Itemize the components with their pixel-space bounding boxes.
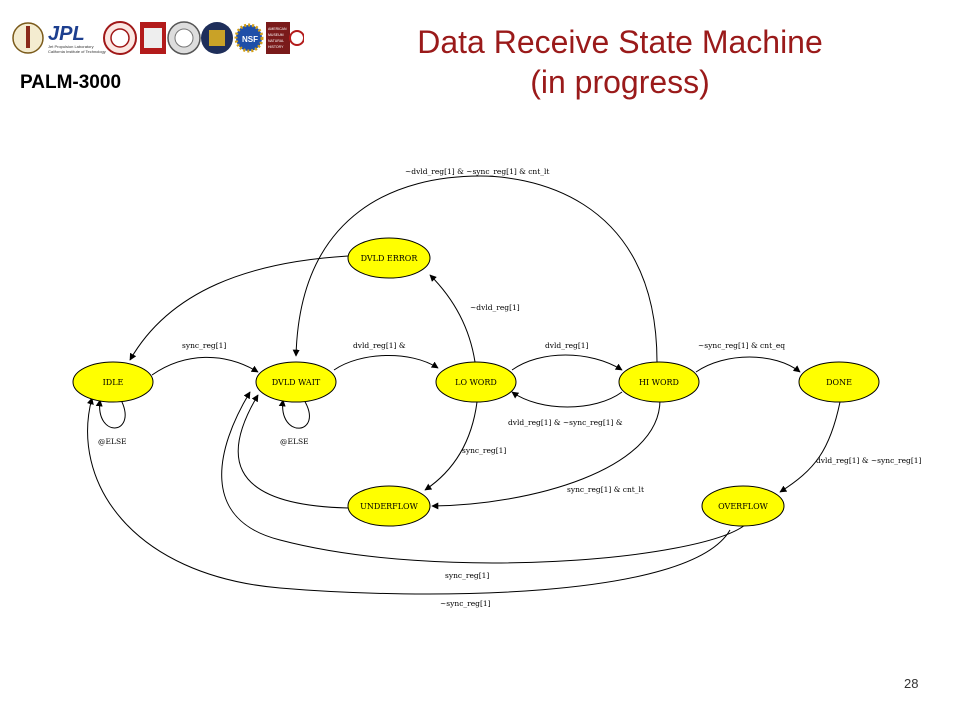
label-lo-to-error: ~dvld_reg[1]	[470, 303, 520, 312]
edge-wait-self	[278, 399, 310, 429]
state-dvld-error: DVLD ERROR	[347, 237, 431, 279]
svg-text:California Institute of Techno: California Institute of Technology	[48, 49, 106, 54]
edge-underflow-to-wait	[237, 394, 349, 509]
state-dvld-wait: DVLD WAIT	[255, 361, 337, 403]
svg-text:JPL: JPL	[48, 23, 85, 45]
edge-wait-to-lo	[333, 354, 439, 371]
university-seal-icon	[167, 21, 201, 55]
svg-text:Jet Propulsion Laboratory: Jet Propulsion Laboratory	[48, 44, 94, 49]
edge-hi-to-lo	[511, 391, 623, 408]
logos-strip: JPL Jet Propulsion Laboratory California…	[12, 21, 304, 55]
state-underflow: UNDERFLOW	[347, 485, 431, 527]
label-lo-to-underflow: sync_reg[1]	[462, 446, 506, 455]
edge-lo-to-hi	[511, 354, 623, 371]
svg-text:IDLE: IDLE	[103, 378, 124, 387]
svg-text:DVLD WAIT: DVLD WAIT	[272, 378, 321, 387]
label-top-loop: ~dvld_reg[1] & ~sync_reg[1] & cnt_lt	[405, 167, 549, 176]
edge-overflow-to-idle	[86, 397, 731, 595]
jpl-logo-icon: JPL Jet Propulsion Laboratory California…	[48, 23, 106, 54]
label-idle-self: @ELSE	[98, 437, 127, 446]
label-wait-to-lo: dvld_reg[1] &	[353, 341, 406, 350]
state-hi-word: HI WORD	[618, 361, 700, 403]
palomar-logo-icon	[289, 30, 304, 46]
page-number: 28	[904, 676, 919, 691]
svg-text:OVERFLOW: OVERFLOW	[718, 502, 768, 511]
svg-text:NATURAL: NATURAL	[268, 39, 284, 43]
edge-lo-to-underflow	[424, 401, 478, 491]
caltech-seal-icon	[103, 21, 137, 55]
label-overflow-to-idle: ~sync_reg[1]	[440, 599, 491, 608]
oxford-seal-icon	[201, 22, 233, 54]
edge-done-to-overflow	[779, 401, 841, 493]
edge-hi-to-done	[695, 356, 801, 373]
edge-hi-to-underflow	[431, 399, 661, 510]
label-idle-to-wait: sync_reg[1]	[182, 341, 226, 350]
edge-top-loop	[292, 175, 658, 363]
state-idle: IDLE	[72, 361, 154, 403]
cornell-seal-icon	[140, 22, 166, 54]
edge-overflow-to-wait	[221, 391, 746, 564]
edge-idle-to-wait	[151, 356, 259, 376]
title-line-2: (in progress)	[530, 64, 710, 100]
svg-text:DVLD ERROR: DVLD ERROR	[361, 254, 419, 263]
title-line-1: Data Receive State Machine	[417, 24, 823, 60]
label-done-to-overflow: dvld_reg[1] & ~sync_reg[1]	[816, 456, 922, 465]
state-lo-word: LO WORD	[435, 361, 517, 403]
svg-text:HISTORY: HISTORY	[268, 45, 284, 49]
label-wait-self: @ELSE	[280, 437, 309, 446]
svg-text:DONE: DONE	[826, 378, 852, 387]
edge-lo-to-error	[429, 274, 476, 363]
svg-text:HI WORD: HI WORD	[639, 378, 679, 387]
label-overflow-to-wait: sync_reg[1]	[445, 571, 489, 580]
label-hi-to-underflow: sync_reg[1] & cnt_lt	[567, 485, 644, 494]
svg-text:LO WORD: LO WORD	[455, 378, 497, 387]
svg-text:AMERICAN: AMERICAN	[268, 27, 287, 31]
palomar-seal-icon	[12, 22, 44, 54]
svg-text:NSF: NSF	[242, 35, 258, 44]
american-museum-natural-history-logo-icon: AMERICAN MUSEUM NATURAL HISTORY	[266, 22, 290, 54]
nsf-logo-icon: NSF	[234, 23, 264, 53]
svg-text:MUSEUM: MUSEUM	[268, 33, 284, 37]
label-lo-to-hi: dvld_reg[1]	[545, 341, 589, 350]
brand-label: PALM-3000	[20, 72, 122, 93]
label-hi-to-lo: dvld_reg[1] & ~sync_reg[1] &	[508, 418, 623, 427]
slide-title: Data Receive State Machine (in progress)	[330, 22, 910, 102]
label-hi-to-done: ~sync_reg[1] & cnt_eq	[698, 341, 785, 350]
edge-error-to-idle	[129, 255, 349, 361]
edge-idle-self	[95, 397, 126, 429]
state-done: DONE	[798, 361, 880, 403]
svg-text:UNDERFLOW: UNDERFLOW	[360, 502, 418, 511]
state-overflow: OVERFLOW	[701, 485, 785, 527]
